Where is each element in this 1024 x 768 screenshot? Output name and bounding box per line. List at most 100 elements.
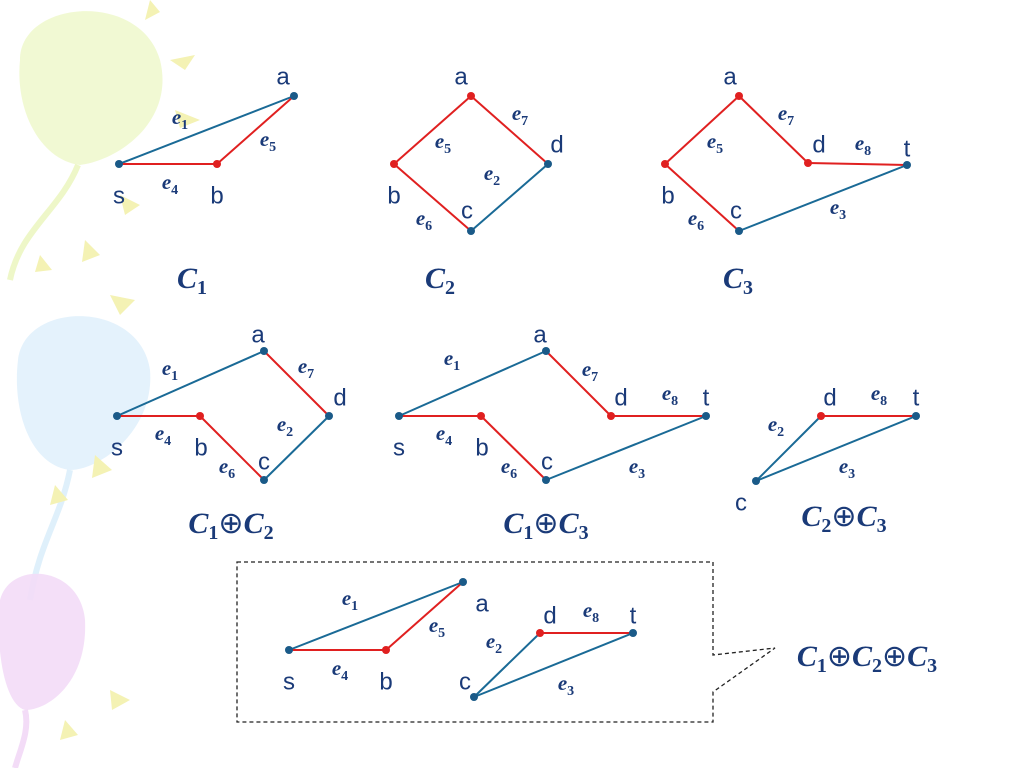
node-label-d: d xyxy=(614,384,627,411)
edge-label-subscript: 6 xyxy=(425,219,432,234)
edge-label-subscript: 5 xyxy=(444,142,451,157)
title-symbol: C xyxy=(907,640,928,673)
edge-label-subscript: 2 xyxy=(493,174,500,189)
title-subscript: 3 xyxy=(579,522,589,544)
node-t xyxy=(912,412,920,420)
node-s xyxy=(285,646,293,654)
node-label-c: c xyxy=(459,668,471,695)
edge-label-base: e xyxy=(298,354,307,378)
edge-label-base: e xyxy=(486,629,495,653)
node-c xyxy=(542,476,550,484)
edge-label-e1: e1 xyxy=(162,356,178,384)
ray xyxy=(145,0,160,20)
node-label-a: a xyxy=(454,63,468,90)
node-a xyxy=(459,578,467,586)
node-a xyxy=(542,347,550,355)
edge-label-base: e xyxy=(629,454,638,478)
node-label-d: d xyxy=(812,131,825,158)
node-b xyxy=(196,412,204,420)
edge-label-base: e xyxy=(429,613,438,637)
edge-label-e3: e3 xyxy=(558,671,574,699)
title-subscript: 2 xyxy=(872,655,882,677)
edge-label-subscript: 3 xyxy=(848,467,855,482)
edge-label-subscript: 1 xyxy=(351,599,358,614)
edge-label-e6: e6 xyxy=(501,454,517,482)
node-label-t: t xyxy=(913,384,920,411)
edge-label-e6: e6 xyxy=(219,454,235,482)
edge-label-subscript: 1 xyxy=(171,369,178,384)
edge-c-d xyxy=(263,415,330,481)
title-symbol: C xyxy=(852,640,873,673)
edge-label-e4: e4 xyxy=(436,421,452,449)
cycle-title-c3: C3 xyxy=(723,262,753,299)
ray xyxy=(60,720,78,740)
node-d xyxy=(817,412,825,420)
edge-label-subscript: 6 xyxy=(510,467,517,482)
edge-label-base: e xyxy=(830,195,839,219)
edge-label-base: e xyxy=(436,421,445,445)
edge-label-base: e xyxy=(260,127,269,151)
ray xyxy=(110,295,135,315)
node-label-t: t xyxy=(703,384,710,411)
node-c xyxy=(735,227,743,235)
edge-label-subscript: 5 xyxy=(716,142,723,157)
edge-label-e2: e2 xyxy=(486,629,502,657)
title-operator: ⊕ xyxy=(218,507,243,540)
cycle-title-c1c3: C1⊕C3 xyxy=(503,507,588,544)
edge-label-base: e xyxy=(416,206,425,230)
node-label-a: a xyxy=(723,63,737,90)
edge-label-e8: e8 xyxy=(662,381,678,409)
edge-label-base: e xyxy=(688,206,697,230)
edge-label-subscript: 7 xyxy=(521,114,528,129)
edge-label-e5: e5 xyxy=(260,127,276,155)
ray xyxy=(92,455,112,478)
title-symbol: C xyxy=(177,262,198,295)
title-symbol: C xyxy=(425,262,446,295)
node-a xyxy=(735,92,743,100)
edge-label-subscript: 2 xyxy=(495,642,502,657)
edge-label-subscript: 8 xyxy=(864,144,871,159)
edge-a-d xyxy=(470,95,549,165)
edge-label-e6: e6 xyxy=(416,206,432,234)
edge-label-e7: e7 xyxy=(512,101,528,129)
edge-label-subscript: 7 xyxy=(787,114,794,129)
edge-label-subscript: 4 xyxy=(445,434,452,449)
edge-label-base: e xyxy=(839,454,848,478)
title-subscript: 1 xyxy=(523,522,533,544)
edge-label-e2: e2 xyxy=(484,161,500,189)
node-label-b: b xyxy=(210,182,223,209)
edge-label-subscript: 5 xyxy=(438,626,445,641)
balloon-background xyxy=(0,0,200,768)
node-label-b: b xyxy=(379,668,392,695)
edge-label-e4: e4 xyxy=(155,421,171,449)
edge-b-c xyxy=(199,415,265,481)
node-a xyxy=(260,347,268,355)
edge-label-base: e xyxy=(332,656,341,680)
title-subscript: 1 xyxy=(817,655,827,677)
edge-label-e5: e5 xyxy=(429,613,445,641)
title-operator: ⊕ xyxy=(882,640,907,673)
node-label-c: c xyxy=(541,448,553,475)
edge-label-subscript: 7 xyxy=(591,370,598,385)
node-label-c: c xyxy=(461,197,473,224)
edge-label-e1: e1 xyxy=(342,586,358,614)
node-d xyxy=(544,160,552,168)
edge-s-a xyxy=(288,581,464,651)
edge-label-subscript: 1 xyxy=(181,118,188,133)
node-label-t: t xyxy=(904,135,911,162)
node-label-b: b xyxy=(661,182,674,209)
edge-label-base: e xyxy=(778,101,787,125)
node-label-s: s xyxy=(283,668,295,695)
node-b xyxy=(213,160,221,168)
edge-label-base: e xyxy=(444,346,453,370)
edge-b-a xyxy=(385,581,464,651)
edge-label-subscript: 3 xyxy=(567,684,574,699)
edge-label-e5: e5 xyxy=(435,129,451,157)
title-symbol: C xyxy=(244,507,265,540)
cycle-title-c1c2: C1⊕C2 xyxy=(188,507,273,544)
edge-c-t xyxy=(473,632,634,698)
